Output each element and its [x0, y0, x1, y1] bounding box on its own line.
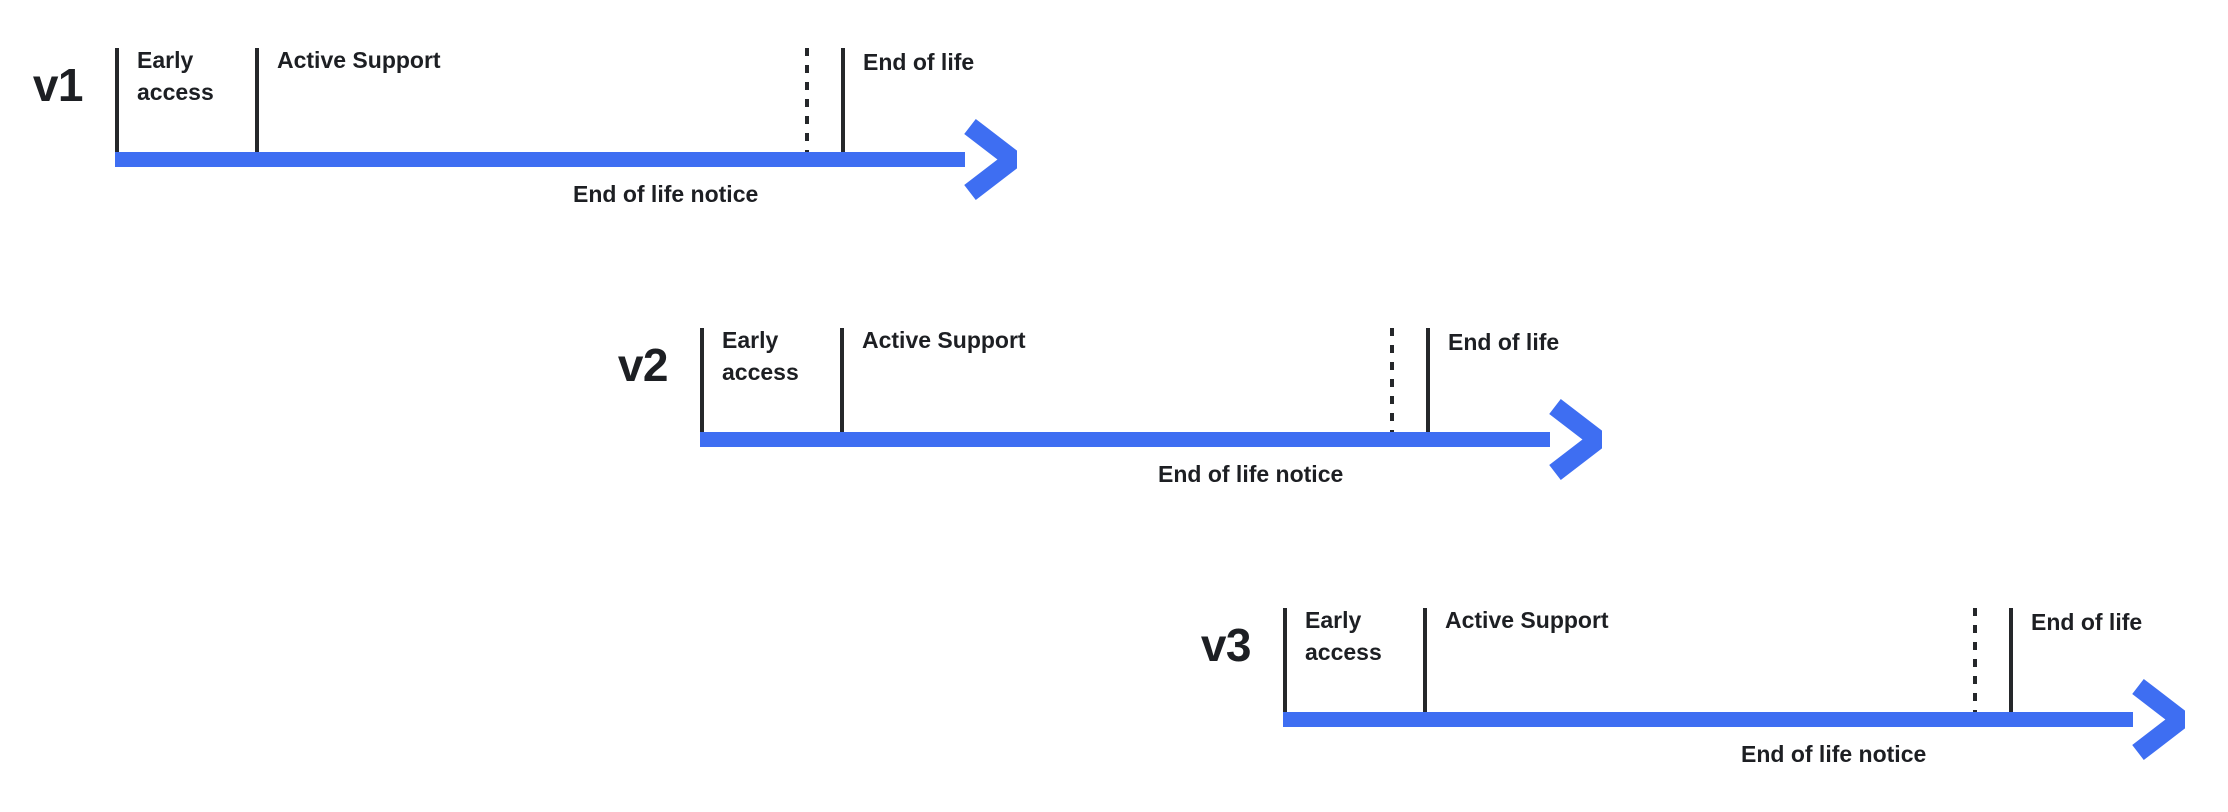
- early-access-label: Early access: [137, 47, 214, 105]
- active-support-label: Active Support: [1445, 607, 1609, 633]
- timeline-arrow: [700, 398, 1602, 481]
- timeline-v2: v2 Early access Active Support End of li…: [602, 320, 1762, 530]
- arrow-head-icon: [964, 118, 1017, 201]
- end-of-life-notice-label: End of life notice: [1741, 741, 1927, 767]
- end-of-life-notice-dashed-line: [805, 48, 809, 152]
- early-access-start-tick: [1283, 608, 1287, 712]
- arrow-head-icon: [1549, 398, 1602, 481]
- timeline-v1: v1 Early access Active Support End of li…: [17, 40, 1177, 250]
- version-label: v2: [617, 339, 669, 391]
- end-of-life-notice-label: End of life notice: [573, 181, 759, 207]
- active-support-start-tick: [840, 328, 844, 432]
- end-of-life-label: End of life: [2031, 609, 2143, 635]
- version-label: v1: [32, 59, 84, 111]
- early-access-label: Early access: [1305, 607, 1382, 665]
- end-of-life-tick: [1426, 328, 1430, 432]
- early-access-label: Early access: [722, 327, 799, 385]
- arrow-shaft: [115, 152, 965, 167]
- timeline-v3: v3 Early access Active Support End of li…: [1185, 600, 2228, 810]
- active-support-label: Active Support: [277, 47, 441, 73]
- end-of-life-tick: [2009, 608, 2013, 712]
- end-of-life-tick: [841, 48, 845, 152]
- active-support-start-tick: [255, 48, 259, 152]
- end-of-life-notice-dashed-line: [1390, 328, 1394, 432]
- end-of-life-notice-label: End of life notice: [1158, 461, 1344, 487]
- end-of-life-label: End of life: [1448, 329, 1560, 355]
- early-access-start-tick: [115, 48, 119, 152]
- end-of-life-label: End of life: [863, 49, 975, 75]
- arrow-shaft: [700, 432, 1550, 447]
- timeline-arrow: [115, 118, 1017, 201]
- arrow-head-icon: [2132, 678, 2185, 761]
- active-support-start-tick: [1423, 608, 1427, 712]
- active-support-label: Active Support: [862, 327, 1026, 353]
- timeline-arrow: [1283, 678, 2185, 761]
- end-of-life-notice-dashed-line: [1973, 608, 1977, 712]
- early-access-start-tick: [700, 328, 704, 432]
- version-label: v3: [1200, 619, 1252, 671]
- arrow-shaft: [1283, 712, 2133, 727]
